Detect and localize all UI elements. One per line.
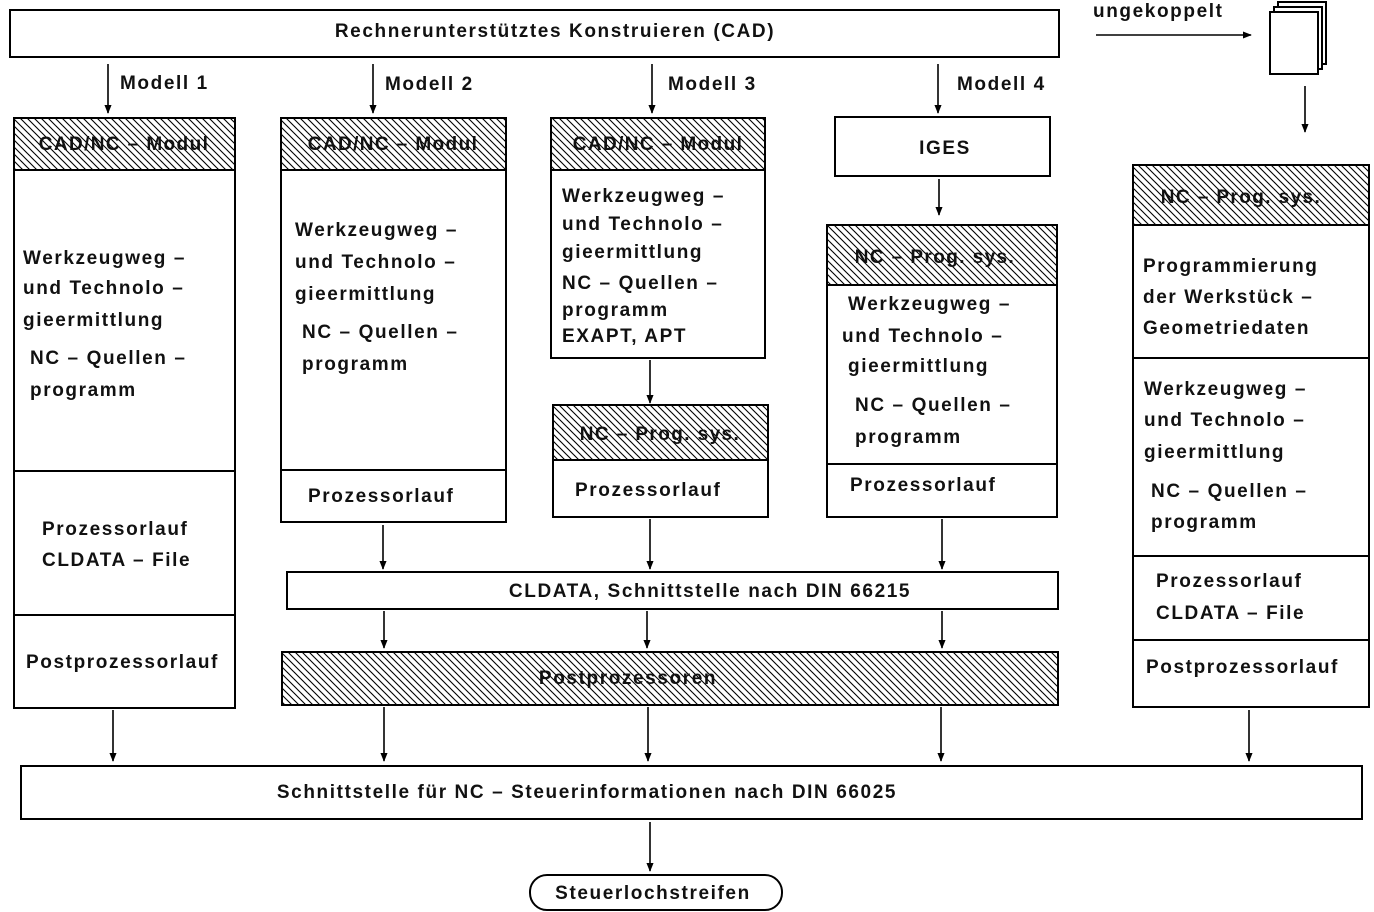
iges-box: IGES [834, 116, 1051, 177]
model2-body-line2: und Technolo – [295, 252, 456, 273]
model2-header-label: CAD/NC – Modul [308, 134, 479, 155]
model2-label: Modell 2 [385, 74, 474, 95]
nc-interface-box: Schnittstelle für NC – Steuerinformation… [20, 765, 1363, 820]
model1-proc-line1: Prozessorlauf [42, 519, 188, 540]
model4-label: Modell 4 [957, 74, 1046, 95]
model3-ncprog-label: NC – Prog. sys. [580, 424, 740, 445]
model2-column: CAD/NC – Modul Werkzeugweg – und Technol… [280, 117, 507, 523]
model1-cadnc-header [13, 117, 236, 171]
model3-body-line6: EXAPT, APT [562, 326, 687, 347]
model1-body-line1: Werkzeugweg – [23, 248, 186, 269]
cldata-label: CLDATA, Schnittstelle nach DIN 66215 [509, 581, 911, 602]
model3-column: CAD/NC – Modul Werkzeugweg – und Technol… [550, 117, 766, 359]
cad-title: Rechnerunterstütztes Konstruieren (CAD) [335, 21, 775, 42]
model4-body-line4: NC – Quellen – [855, 395, 1012, 416]
uncoupled-proc-line2: CLDATA – File [1156, 603, 1305, 624]
ungekoppelt-label: ungekoppelt [1093, 1, 1224, 22]
cldata-box: CLDATA, Schnittstelle nach DIN 66215 [286, 571, 1059, 610]
uncoupled-geo-line3: Geometriedaten [1143, 318, 1310, 339]
uncoupled-body-line1: Werkzeugweg – [1144, 379, 1307, 400]
model2-body-line5: programm [302, 354, 409, 375]
model2-body-line1: Werkzeugweg – [295, 220, 458, 241]
model3-ncprog-header [552, 404, 769, 461]
uncoupled-proc-line1: Prozessorlauf [1156, 571, 1302, 592]
uncoupled-post: Postprozessorlauf [1146, 657, 1339, 678]
model1-header-label: CAD/NC – Modul [39, 134, 210, 155]
model3-cadnc-header [550, 117, 766, 171]
model3-body-line1: Werkzeugweg – [562, 186, 725, 207]
model1-body-line2: und Technolo – [23, 278, 184, 299]
model2-proc: Prozessorlauf [308, 486, 454, 507]
model4-proc: Prozessorlauf [850, 475, 996, 496]
model3-label: Modell 3 [668, 74, 757, 95]
model3-proc: Prozessorlauf [575, 480, 721, 501]
uncoupled-ncprog-header [1132, 164, 1370, 226]
model2-body-line3: gieermittlung [295, 284, 436, 305]
uncoupled-column: NC – Prog. sys. Programmierung der Werks… [1132, 164, 1370, 708]
model2-body-line4: NC – Quellen – [302, 322, 459, 343]
model2-cadnc-header [280, 117, 507, 171]
steuerlochstreifen-terminal: Steuerlochstreifen [529, 874, 783, 911]
model3-body-line3: gieermittlung [562, 242, 703, 263]
model4-ncprog-header [826, 224, 1058, 286]
model4-body-line3: gieermittlung [848, 356, 989, 377]
uncoupled-header-label: NC – Prog. sys. [1161, 187, 1321, 208]
model4-ncprog-column: NC – Prog. sys. Werkzeugweg – und Techno… [826, 224, 1058, 518]
uncoupled-geo-line1: Programmierung [1143, 256, 1319, 277]
nc-interface-label: Schnittstelle für NC – Steuerinformation… [277, 782, 897, 803]
uncoupled-body-line5: programm [1151, 512, 1258, 533]
model4-body-line2: und Technolo – [842, 326, 1003, 347]
uncoupled-body-line3: gieermittlung [1144, 442, 1285, 463]
postprozessoren-label: Postprozessoren [539, 668, 717, 689]
model1-column: CAD/NC – Modul Werkzeugweg – und Technol… [13, 117, 236, 709]
model3-body-line2: und Technolo – [562, 214, 723, 235]
document-stack-icon [1269, 1, 1327, 75]
model1-body-line3: gieermittlung [23, 310, 164, 331]
model3-body-line5: programm [562, 300, 669, 321]
postprozessoren-box: Postprozessoren [281, 651, 1059, 706]
iges-label: IGES [919, 138, 971, 159]
uncoupled-body-line2: und Technolo – [1144, 410, 1305, 431]
uncoupled-body-line4: NC – Quellen – [1151, 481, 1308, 502]
model3-body-line4: NC – Quellen – [562, 273, 719, 294]
cad-box: Rechnerunterstütztes Konstruieren (CAD) [9, 9, 1060, 58]
model1-post: Postprozessorlauf [26, 652, 219, 673]
model1-body-line4: NC – Quellen – [30, 348, 187, 369]
uncoupled-geo-line2: der Werkstück – [1143, 287, 1313, 308]
model3-header-label: CAD/NC – Modul [573, 134, 744, 155]
model4-body-line5: programm [855, 427, 962, 448]
model1-proc-line2: CLDATA – File [42, 550, 191, 571]
model1-label: Modell 1 [120, 73, 209, 94]
model4-body-line1: Werkzeugweg – [848, 294, 1011, 315]
steuerlochstreifen-label: Steuerlochstreifen [555, 883, 751, 904]
model3-ncprog-box: NC – Prog. sys. Prozessorlauf [552, 404, 769, 518]
model4-header-label: NC – Prog. sys. [855, 247, 1015, 268]
model1-body-line5: programm [30, 380, 137, 401]
